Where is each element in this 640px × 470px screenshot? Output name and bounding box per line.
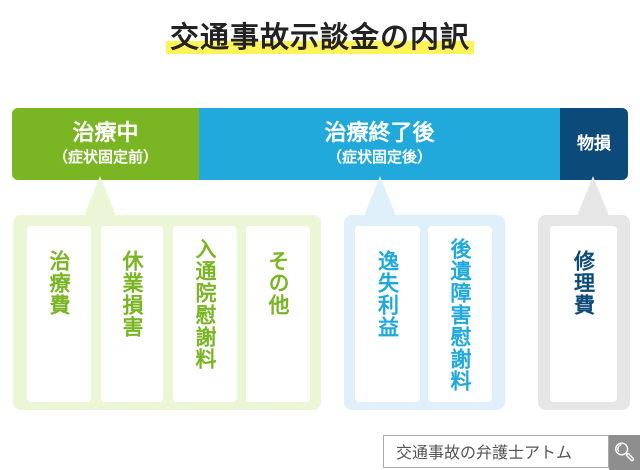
item-card: 入通院慰謝料: [173, 226, 237, 402]
search-icon: 🔍︎: [613, 442, 636, 463]
search-box[interactable]: 交通事故の弁護士アトム: [383, 435, 609, 468]
phase-during-treatment: 治療中 （症状固定前）: [12, 108, 199, 180]
search-button[interactable]: 🔍︎: [609, 435, 640, 470]
pointer-blue: [364, 176, 396, 216]
item-card: 逸失利益: [355, 226, 420, 402]
phase-property-damage: 物損: [560, 108, 628, 180]
item-card: その他: [246, 226, 310, 402]
item-card: 修理費: [550, 226, 617, 402]
item-card: 後遺障害慰謝料: [428, 226, 492, 402]
phase-after-treatment: 治療終了後 （症状固定後）: [199, 108, 560, 180]
page-title: 交通事故示談金の内訳: [0, 14, 640, 56]
pointer-green: [84, 176, 116, 216]
pointer-gray: [577, 176, 609, 216]
item-card: 休業損害: [101, 226, 163, 402]
item-card: 治療費: [27, 226, 91, 402]
